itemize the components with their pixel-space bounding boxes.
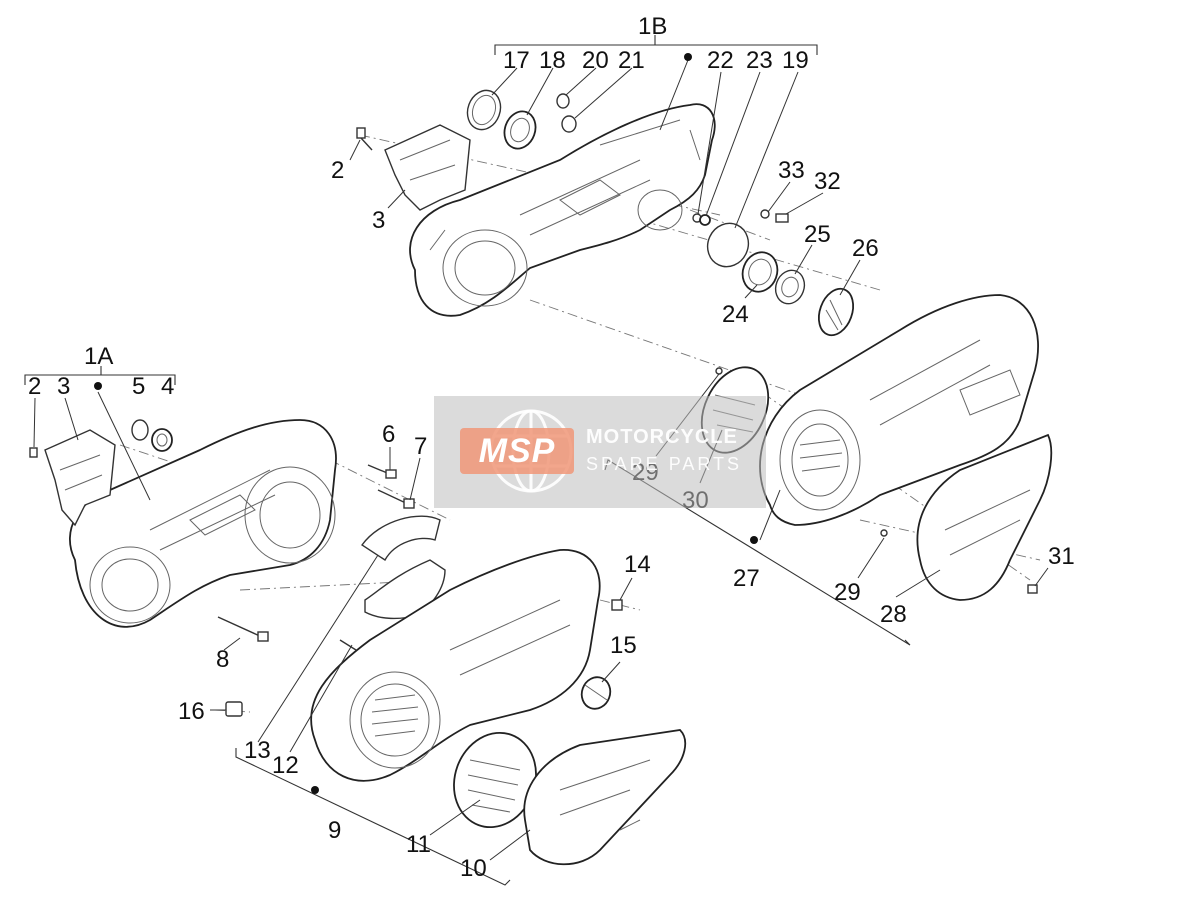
callout-9: 9 <box>328 817 341 844</box>
watermark-logo: MSP <box>460 428 574 474</box>
callout-13: 13 <box>244 737 271 764</box>
callout-25: 25 <box>804 221 831 248</box>
screw-29-top <box>715 367 723 375</box>
callout-27: 27 <box>733 565 760 592</box>
screw-14 <box>611 599 623 611</box>
clip-16 <box>225 701 243 717</box>
bolt-7 <box>377 489 415 509</box>
bolt-2-left <box>29 447 38 458</box>
callout-18: 18 <box>539 47 566 74</box>
dot-27 <box>750 536 758 544</box>
callout-31: 31 <box>1048 543 1075 570</box>
callout-labels: 1B 17 18 20 21 22 23 19 2 3 33 32 25 26 … <box>28 13 1075 882</box>
callout-33: 33 <box>778 157 805 184</box>
oil-seal-18 <box>503 110 537 150</box>
bolt-6 <box>367 464 397 479</box>
air-duct-3-left <box>44 429 116 527</box>
bracket-9 <box>235 748 511 886</box>
seal-ring-17 <box>466 89 502 131</box>
air-duct-3-top <box>384 124 471 211</box>
callout-29-bottom: 29 <box>834 579 861 606</box>
bolt-2-top <box>349 127 373 161</box>
bracket-1B <box>494 35 818 55</box>
outer-shroud-10 <box>523 729 687 866</box>
callout-7: 7 <box>414 433 427 460</box>
callout-5: 5 <box>132 373 145 400</box>
nut-23 <box>699 214 711 226</box>
screw-12-small <box>339 639 357 651</box>
callout-1A: 1A <box>84 343 113 370</box>
bearing-4 <box>151 428 173 452</box>
dot-1A <box>94 382 102 390</box>
callout-2-left: 2 <box>28 373 41 400</box>
cap-26 <box>817 287 855 337</box>
callout-3-left: 3 <box>57 373 70 400</box>
dot-1B <box>684 53 692 61</box>
callout-4: 4 <box>161 373 174 400</box>
callout-20: 20 <box>582 47 609 74</box>
bolt-32 <box>775 213 789 223</box>
callout-26: 26 <box>852 235 879 262</box>
outer-shroud-28 <box>916 433 1053 601</box>
callout-8: 8 <box>216 646 229 673</box>
callout-15: 15 <box>610 632 637 659</box>
circlip-5 <box>131 419 149 441</box>
bullet-dots <box>94 53 758 794</box>
callout-16: 16 <box>178 698 205 725</box>
washer-25 <box>774 269 806 305</box>
watermark-subtitle: SPARE PARTS <box>586 454 743 474</box>
lower-cover-9 <box>310 549 601 782</box>
watermark-title: MOTORCYCLE <box>586 426 738 448</box>
right-cover-27 <box>759 294 1039 526</box>
bushing-20 <box>556 93 570 109</box>
callout-2-top: 2 <box>331 157 344 184</box>
bolt-33 <box>760 209 770 219</box>
callout-28: 28 <box>880 601 907 628</box>
gear-ring-24 <box>741 251 779 293</box>
leader-lines <box>33 59 1049 861</box>
callout-21: 21 <box>618 47 645 74</box>
bolt-8 <box>217 616 269 642</box>
callout-32: 32 <box>814 168 841 195</box>
callout-23: 23 <box>746 47 773 74</box>
callout-19: 19 <box>782 47 809 74</box>
callout-10: 10 <box>460 855 487 882</box>
watermark: MSP MOTORCYCLE SPARE PARTS <box>434 396 766 508</box>
screw-31 <box>1027 584 1038 594</box>
screw-29-bottom <box>880 529 888 537</box>
circlip-19 <box>706 222 750 268</box>
gasket-13 <box>361 515 441 561</box>
cover-assembly-1B <box>409 103 716 317</box>
callout-6: 6 <box>382 421 395 448</box>
gasket-12 <box>364 559 446 620</box>
callout-22: 22 <box>707 47 734 74</box>
plug-15 <box>580 676 612 710</box>
bushing-21 <box>561 115 577 133</box>
callout-11: 11 <box>406 831 431 858</box>
dot-9 <box>311 786 319 794</box>
bracket-1A <box>24 366 176 385</box>
callout-12: 12 <box>272 752 299 779</box>
callout-1B: 1B <box>638 13 667 40</box>
callout-14: 14 <box>624 551 651 578</box>
callout-24: 24 <box>722 301 749 328</box>
callout-17: 17 <box>503 47 530 74</box>
callout-3-top: 3 <box>372 207 385 234</box>
